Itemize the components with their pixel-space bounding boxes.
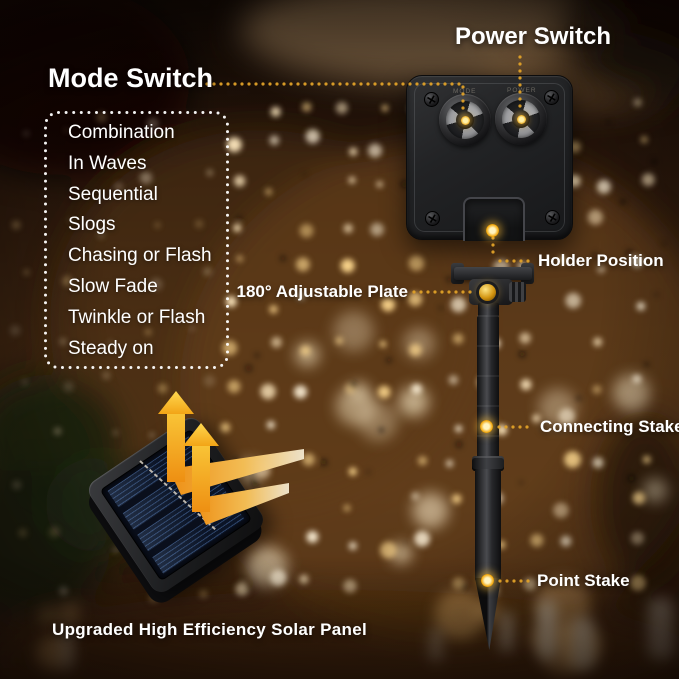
holder-marker-dot: [486, 224, 499, 237]
plate-side-knob: [509, 282, 526, 302]
mode-list: Combination In Waves Sequential Slogs Ch…: [45, 112, 228, 364]
mode-switch-title: Mode Switch: [48, 63, 214, 93]
control-box: MODE POWER: [406, 75, 573, 241]
screw-icon: [545, 210, 560, 225]
mode-option: Twinkle or Flash: [68, 306, 206, 328]
stake-lower-tube: [475, 469, 501, 581]
mode-option: Steady on: [68, 337, 154, 359]
stake-upper-tube: [477, 315, 499, 460]
mode-option: In Waves: [68, 152, 147, 174]
screw-icon: [544, 90, 559, 105]
screw-icon: [424, 92, 439, 107]
mode-option: Chasing or Flash: [68, 245, 212, 267]
mode-indicator-dot: [460, 115, 470, 125]
solar-panel-caption: Upgraded High Efficiency Solar Panel: [52, 620, 367, 639]
mode-option: Sequential: [68, 183, 158, 205]
mode-option: Slogs: [68, 214, 116, 236]
callout-holder-position: Holder Position: [538, 251, 664, 270]
mode-option: Combination: [68, 122, 175, 143]
power-knob: [495, 93, 547, 145]
mode-knob: [439, 94, 491, 146]
connecting-marker-dot: [480, 420, 493, 433]
callout-point-stake: Point Stake: [537, 571, 630, 590]
callout-connecting-stake: Connecting Stake: [540, 417, 679, 436]
plate-pivot-screw: [479, 284, 496, 301]
mode-option: Slow Fade: [68, 275, 158, 297]
callout-adjustable-plate: 180° Adjustable Plate: [236, 282, 408, 301]
power-switch-title: Power Switch: [455, 23, 612, 50]
power-indicator-dot: [516, 114, 526, 124]
screw-icon: [425, 211, 440, 226]
point-marker-dot: [481, 574, 494, 587]
